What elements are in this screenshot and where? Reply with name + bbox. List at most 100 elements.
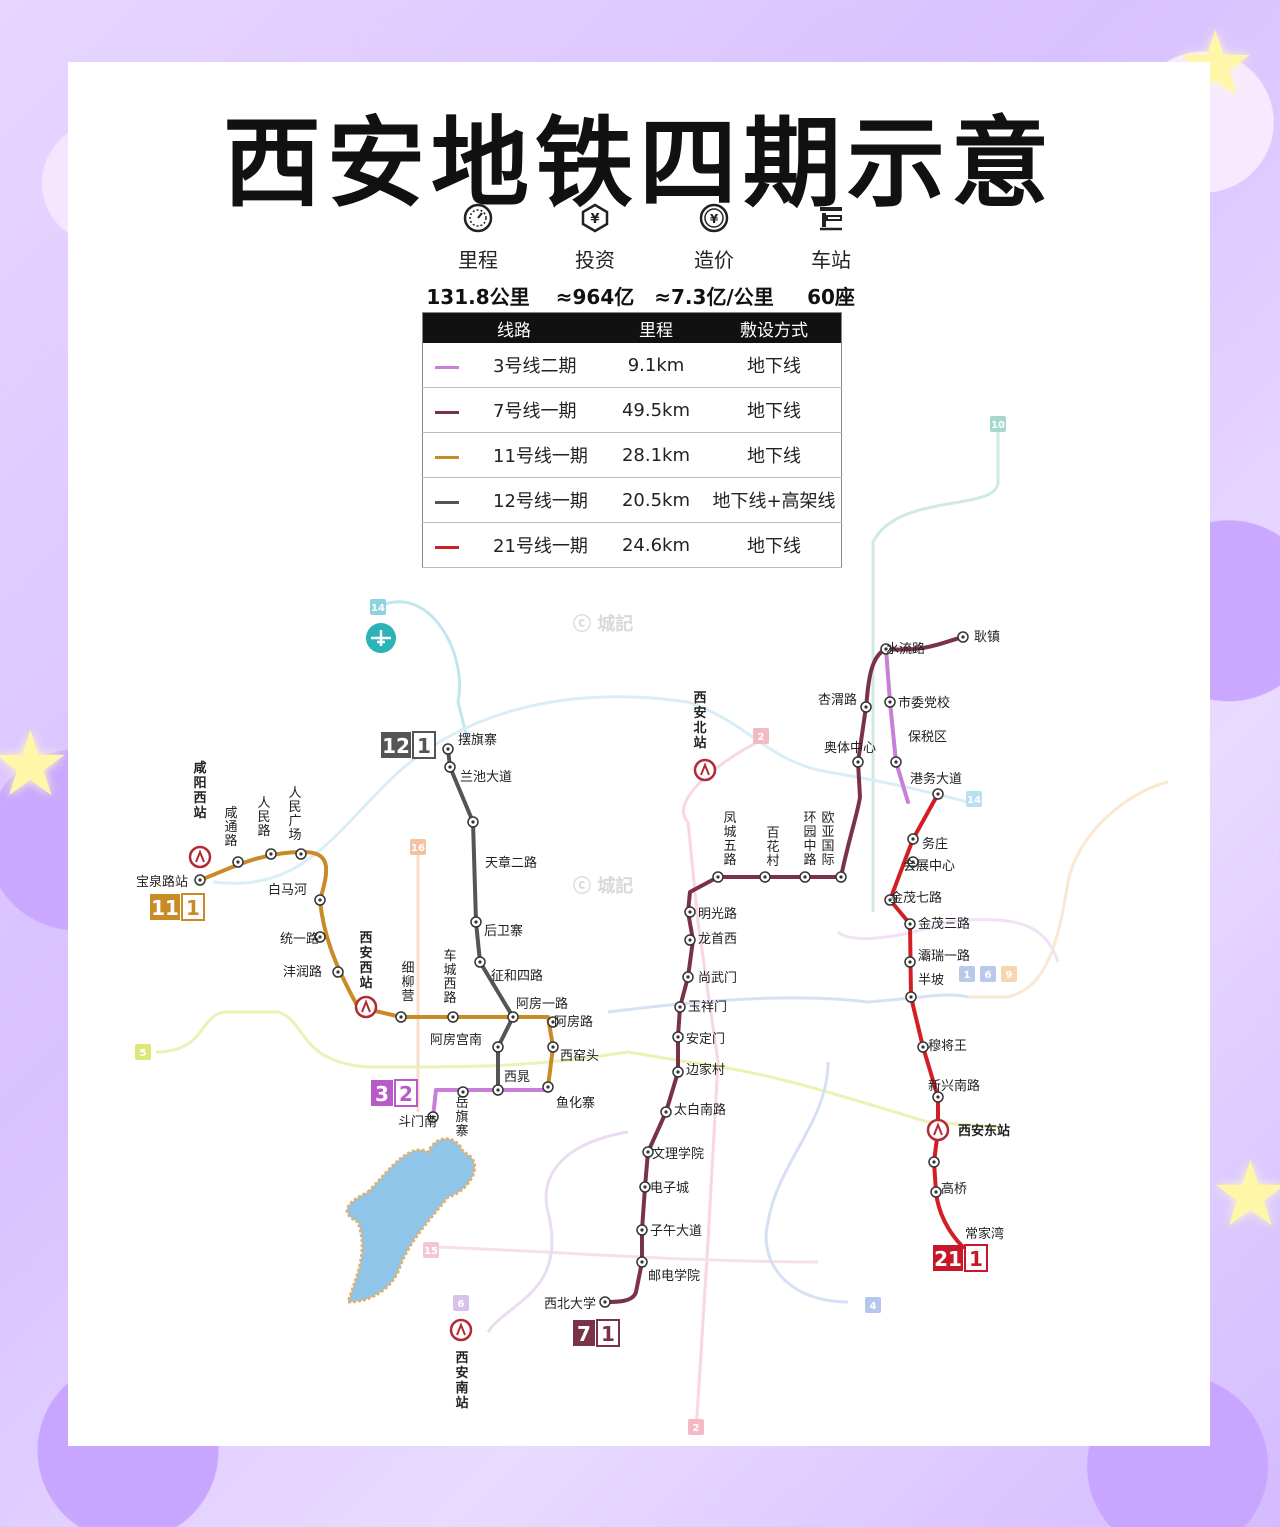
station-l7[interactable]: 水流路 [880,641,925,657]
station-l7[interactable]: 玉祥门 [674,1000,727,1015]
station-l11[interactable]: 沣润路 [283,964,344,980]
station-l11[interactable]: 阿房路 [547,1014,593,1030]
station-l7[interactable]: 杏渭路 [818,692,872,713]
station-l7[interactable]: 边家村 [672,1062,725,1078]
station-l7[interactable]: 奥体中心 [824,741,876,768]
bg-line-badge: 10 [990,416,1006,432]
station-label: 营 [401,989,414,1004]
line-name: 12号线一期 [493,491,588,512]
station-l7[interactable]: 电子城 [639,1181,689,1196]
station-l12[interactable]: 西晁 [492,1070,530,1096]
star-decoration: ★ [0,712,71,817]
station-l21[interactable]: 常家湾 [930,1186,1004,1242]
station-l3[interactable]: 斗门南 [398,1111,439,1130]
station-label: 宝泉路站 [136,874,188,890]
station-l21[interactable]: 港务大道 [910,771,962,800]
station-l21[interactable]: 会展中心 [903,856,955,874]
station-l7[interactable]: 文理学院 [642,1146,704,1162]
station-l7[interactable]: 西北大学 [544,1296,611,1312]
station-l21[interactable]: 新兴南路 [928,1078,980,1103]
svg-text:7: 7 [577,1322,591,1346]
station-label: 边家村 [686,1062,725,1078]
station-l7[interactable]: 明光路 [684,906,737,922]
station-label: 电子城 [650,1181,689,1196]
station-l7[interactable]: 尚武门 [682,971,737,986]
station-l11[interactable]: 统一路 [280,931,326,947]
station-label: 统一路 [280,931,319,947]
station-l7[interactable]: 安定门 [672,1031,725,1047]
station-label: 人 [257,796,270,811]
station-label: 细 [401,961,414,976]
railway-label: 站 [359,975,372,991]
railway-label: 南 [455,1380,468,1396]
station-label: 西窑头 [560,1048,599,1064]
station-l12[interactable]: 后卫寨 [470,916,523,939]
station-l3n[interactable]: 保税区 [890,730,947,768]
station-l3[interactable]: 岳旗寨 [455,1086,469,1139]
station-l11[interactable]: 人民路 [257,796,277,860]
table-header: 线路 [422,312,605,343]
station-l7[interactable]: 龙首西 [684,932,737,947]
station-l11[interactable]: 宝泉路站 [136,874,206,890]
station-l7[interactable]: 耿镇 [957,630,1000,645]
yen-shield-icon: ¥ [581,203,609,233]
station-l21[interactable]: 高桥 [928,1156,967,1197]
station-l11[interactable]: 细柳营 [395,961,415,1023]
station-l12[interactable]: 兰池大道 [444,761,512,785]
station-label: 五 [723,839,736,854]
station-label: 玉祥门 [688,1000,727,1015]
station-label: 阿房宫南 [430,1032,482,1048]
station-l11[interactable]: 鱼化寨 [542,1081,595,1111]
station-l7[interactable]: 太白南路 [660,1102,726,1118]
station-l12[interactable]: 征和四路 [474,956,543,984]
station-l3n[interactable]: 市委党校 [884,695,950,711]
type-cell: 地下线 [707,387,842,433]
airport-icon [366,623,396,653]
bus-icon [820,207,842,231]
station-l21[interactable]: 穆将王 [917,1039,967,1054]
station-l21[interactable]: 务庄 [907,833,948,852]
svg-text:2: 2 [758,732,765,743]
bg-line-badge: 2 [688,1419,704,1435]
station-label: 港务大道 [910,771,962,787]
station-label: 保税区 [908,730,947,745]
station-label: 广 [288,814,301,829]
station-l12[interactable]: 阿房宫南 [430,1032,504,1053]
railway-station-xian_east[interactable]: 西安东站 [926,1118,1010,1142]
station-label: 西 [443,977,456,992]
station-l7[interactable]: 邮电学院 [636,1256,700,1284]
station-l11[interactable]: 咸通路 [224,806,244,868]
station-label: 市委党校 [898,695,950,711]
station-label: 中 [803,839,816,854]
stat-label: 造价 [694,248,734,272]
line-cell: 3号线二期 [422,343,605,388]
station-l7[interactable]: 子午大道 [636,1224,702,1239]
railway-label: 站 [693,735,706,751]
station-l7[interactable]: 百花村 [759,826,780,883]
station-label: 斗门南 [398,1114,437,1130]
station-l12[interactable]: 天章二路 [467,816,537,871]
station-l12[interactable]: 阿房一路 [507,996,568,1023]
station-l21[interactable]: 金茂七路 [884,890,942,906]
station-l21[interactable]: 灞瑞一路 [904,948,970,968]
station-l21[interactable]: 半坡 [905,973,944,1003]
station-l11[interactable]: 西窑头 [547,1041,599,1064]
station-l11[interactable]: 白马河 [268,882,326,906]
station-l12[interactable]: 摆旗寨 [442,732,497,755]
station-label: 会展中心 [903,859,955,874]
map-card: 西安地铁四期示意 里程 131.8公里 ¥ 投资 ≈964亿 ¥ 造价 ≈7.3… [68,62,1210,1446]
station-l21[interactable]: 金茂三路 [904,916,970,932]
